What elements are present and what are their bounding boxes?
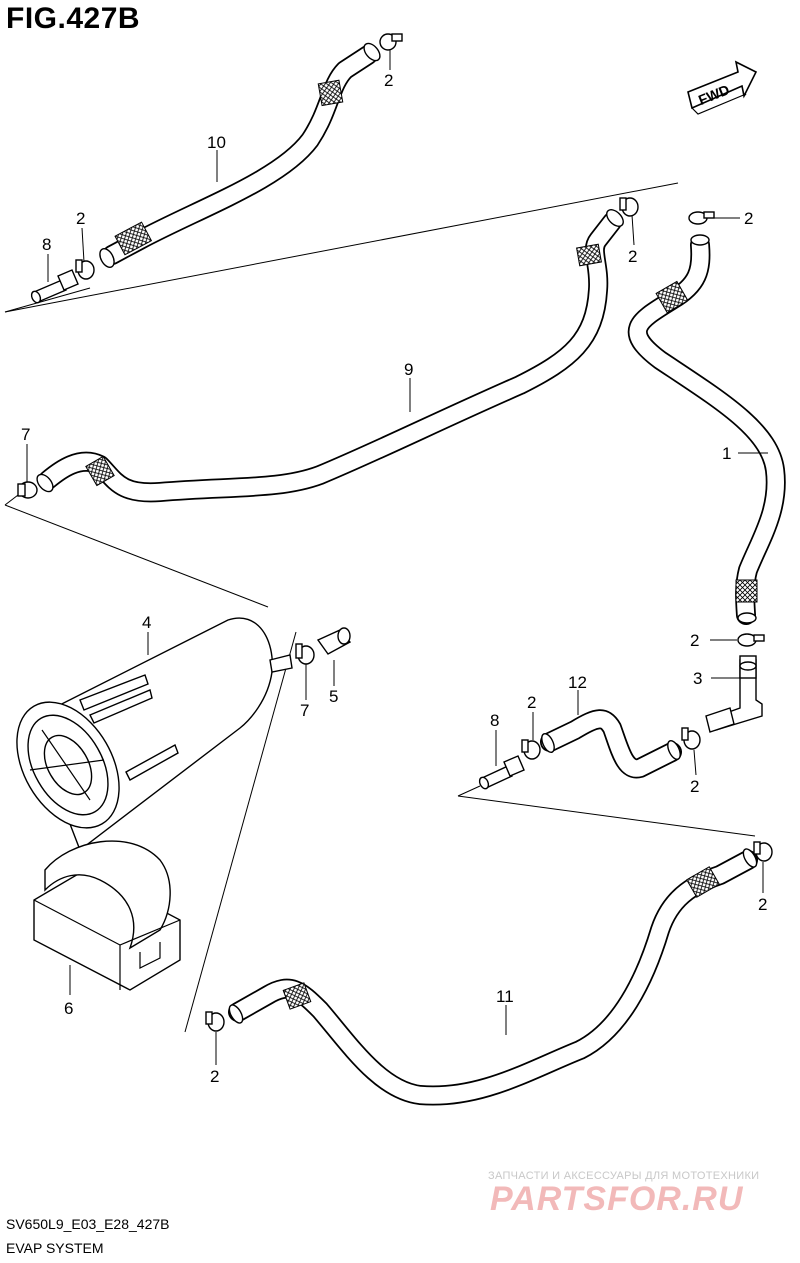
callout-7: 7 (21, 425, 30, 444)
hose-9 (36, 209, 624, 503)
clamp-2-top-left (75, 259, 95, 280)
fwd-arrow: FWD (687, 60, 758, 115)
clamp-2-top-r (688, 211, 715, 225)
hose-1 (627, 234, 786, 625)
diagram-code: SV650L9_E03_E28_427B (6, 1216, 170, 1232)
leader-lines (26, 50, 768, 1065)
callout-4: 4 (142, 613, 151, 632)
callout-2: 2 (690, 631, 699, 650)
callout-labels: 10 2 2 8 2 2 9 7 1 4 5 7 6 2 3 12 2 8 2 … (21, 71, 767, 1086)
group-lines (4, 182, 756, 1033)
diagram-caption: EVAP SYSTEM (6, 1240, 104, 1256)
callout-2: 2 (76, 209, 85, 228)
cap-5 (316, 627, 352, 655)
clamp-2-hose1-bottom (737, 633, 765, 647)
callout-5: 5 (329, 687, 338, 706)
callout-2: 2 (527, 693, 536, 712)
callout-2: 2 (628, 247, 637, 266)
callout-2: 2 (690, 777, 699, 796)
clamp-2-mid (619, 197, 639, 217)
callout-2: 2 (384, 71, 393, 90)
callout-2: 2 (744, 209, 753, 228)
callout-11: 11 (496, 987, 514, 1006)
figure-title: FIG.427B (6, 2, 141, 35)
clamp-2-top-right (379, 33, 403, 51)
callout-1: 1 (722, 444, 731, 463)
callout-7: 7 (300, 701, 309, 720)
canister-4 (16, 617, 293, 852)
joint-3 (705, 655, 763, 733)
hose-10 (99, 42, 381, 268)
clamp-7-left (17, 481, 38, 499)
callout-2: 2 (758, 895, 767, 914)
clamp-2-hose12-right (681, 727, 701, 750)
callout-2: 2 (210, 1067, 219, 1086)
hose-11 (228, 848, 758, 1106)
callout-8: 8 (490, 711, 499, 730)
watermark-logo: PARTSFOR.RU (490, 1180, 744, 1218)
fitting-8-bottom (478, 755, 525, 790)
fwd-label: FWD (696, 81, 732, 108)
clamp-7-canister (295, 643, 315, 665)
clamp-2-hose12-left (521, 739, 541, 760)
watermark-tagline: ЗАПЧАСТИ И АКСЕССУАРЫ ДЛЯ МОТОТЕХНИКИ (488, 1170, 760, 1182)
clamp-2-hose11-left (205, 1011, 225, 1032)
bracket-6 (33, 840, 181, 991)
callout-10: 10 (207, 133, 226, 152)
callout-12: 12 (568, 673, 587, 692)
callout-9: 9 (404, 360, 413, 379)
callout-3: 3 (693, 669, 702, 688)
hose-12 (540, 709, 682, 779)
callout-8: 8 (42, 235, 51, 254)
clamp-2-hose11-right (753, 841, 773, 862)
callout-6: 6 (64, 999, 73, 1018)
fitting-8-top (30, 269, 79, 304)
